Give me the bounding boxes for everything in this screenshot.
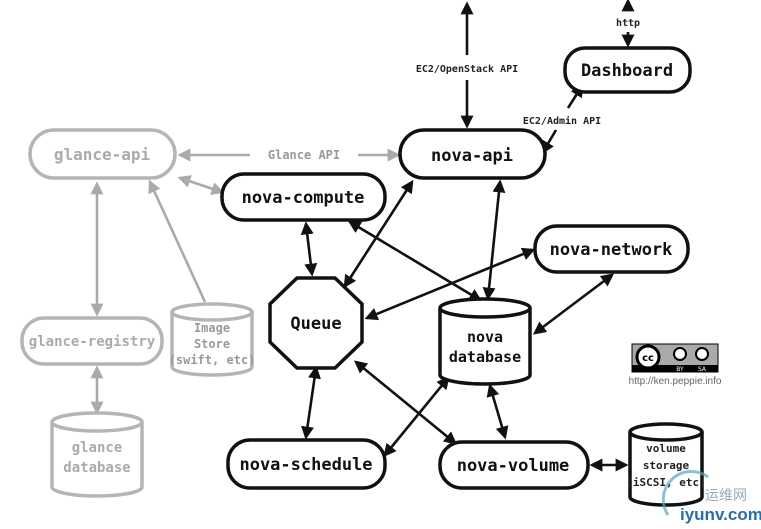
node-nova-database: nova database — [438, 297, 532, 386]
sa-icon — [695, 347, 709, 361]
node-label: database — [63, 460, 130, 476]
edge-network-database — [532, 273, 615, 335]
edge-glance-api-image-store — [148, 179, 207, 303]
edge-network-queue — [364, 247, 536, 321]
edge-database-schedule — [383, 375, 450, 458]
node-label: nova-compute — [242, 188, 365, 208]
node-label: nova-schedule — [239, 455, 372, 475]
edge-label-http: http — [616, 18, 640, 29]
node-glance-api: glance-api — [28, 128, 177, 180]
edge-label-ec2-openstack-api: EC2/OpenStack API — [416, 64, 518, 75]
node-label: nova-volume — [457, 456, 570, 476]
node-label: Image — [194, 321, 230, 335]
node-glance-registry: glance-registry — [20, 316, 164, 366]
node-dashboard: Dashboard — [563, 46, 692, 94]
cc-icon — [635, 344, 661, 370]
edge-queue-schedule — [301, 365, 321, 440]
node-label: (swift, etc) — [169, 353, 256, 367]
glance-edges: Glance API — [90, 148, 401, 415]
edge-glance-api-nova-compute — [177, 175, 225, 195]
node-glance-database: glance database — [50, 411, 144, 498]
edge-compute-queue — [300, 221, 318, 277]
edge-api-queue — [343, 179, 414, 289]
edge-label-glance-api: Glance API — [268, 148, 340, 162]
edge-compute-database — [347, 220, 483, 302]
credit-url: http://ken.peppie.info — [629, 376, 722, 387]
node-label: Dashboard — [581, 61, 673, 81]
node-nova-api: nova-api — [398, 128, 547, 180]
node-label: storage — [643, 459, 690, 472]
node-image-store: Image Store (swift, etc) — [169, 302, 256, 377]
by-icon — [673, 347, 687, 361]
node-label: Store — [194, 337, 230, 351]
node-queue: Queue — [268, 276, 364, 370]
nova-edges: EC2/OpenStack API http EC2/Admin API — [300, 0, 640, 472]
node-label: glance-registry — [29, 334, 156, 350]
edge-api-database — [482, 179, 506, 301]
node-label: database — [449, 348, 521, 366]
by-text: BY — [676, 366, 684, 373]
watermark-cn: 运维网 — [705, 488, 747, 504]
node-label: nova-api — [431, 146, 513, 166]
node-volume-storage: volume storage (iSCSI, etc) — [626, 422, 706, 507]
watermark-domain: iyunv.com — [680, 505, 761, 524]
sa-text: SA — [698, 366, 707, 373]
cc-by-sa-badge: cc BY SA — [631, 343, 719, 373]
node-label: nova — [467, 328, 503, 346]
node-label: (iSCSI, etc) — [626, 476, 705, 489]
node-nova-volume: nova-volume — [438, 440, 590, 490]
cc-text: cc — [642, 353, 654, 364]
edge-label-ec2-admin-api: EC2/Admin API — [523, 115, 601, 127]
node-label: volume — [646, 442, 686, 455]
node-label: Queue — [290, 314, 341, 334]
node-label: glance — [72, 440, 123, 456]
node-nova-schedule: nova-schedule — [226, 438, 387, 490]
watermark: 运维网 iyunv.com — [661, 469, 761, 524]
node-label: glance-api — [54, 145, 151, 164]
node-label: nova-network — [550, 240, 673, 260]
node-nova-compute: nova-compute — [220, 172, 387, 222]
edge-database-volume — [486, 383, 509, 440]
node-nova-network: nova-network — [533, 224, 690, 274]
